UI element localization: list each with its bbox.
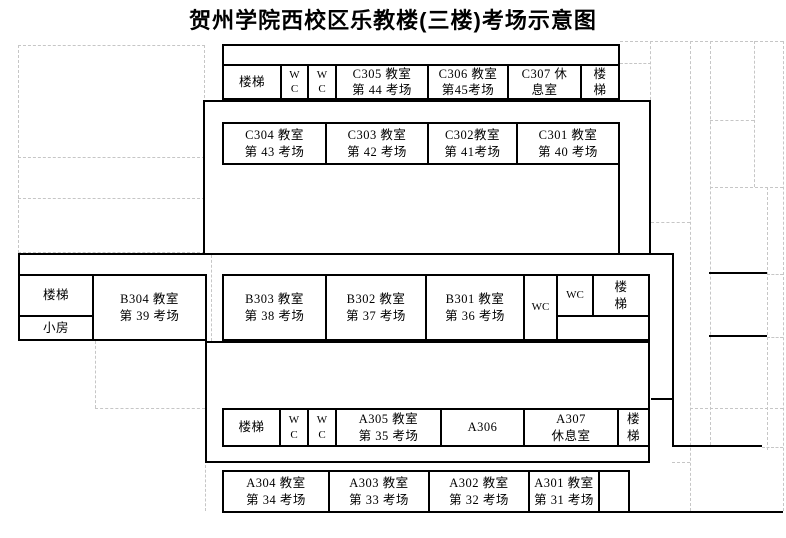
grid-line [710, 120, 754, 121]
grid-line [767, 274, 783, 275]
grid-line [211, 255, 212, 341]
grid-line [783, 41, 784, 511]
wall-line [672, 445, 762, 447]
grid-line [767, 337, 783, 338]
room-a305: A305 教室 第 35 考场 [335, 408, 442, 447]
wall-line [672, 253, 674, 447]
grid-line [710, 41, 711, 445]
wall-line [618, 163, 620, 255]
room-small-room: 小房 [18, 315, 94, 341]
grid-line [18, 45, 205, 253]
room-a304: A304 教室 第 34 考场 [222, 470, 330, 513]
wall-line [709, 272, 767, 274]
room-c305: C305 教室 第 44 考场 [335, 64, 429, 100]
grid-line [650, 41, 651, 105]
room-stairs: 楼 梯 [580, 64, 620, 100]
room-a307: A307 休息室 [523, 408, 619, 447]
page-title: 贺州学院西校区乐教楼(三楼)考场示意图 [189, 8, 597, 33]
room-c304: C304 教室 第 43 考场 [222, 122, 327, 165]
room-wc: W C [280, 64, 309, 100]
grid-line [710, 187, 783, 188]
grid-line [754, 41, 755, 187]
grid-line [95, 408, 205, 409]
room-b303: B303 教室 第 38 考场 [222, 274, 327, 341]
room-b301: B301 教室 第 36 考场 [425, 274, 525, 341]
room-c302: C302教室 第 41考场 [427, 122, 518, 165]
room-wc: WC [556, 274, 594, 317]
room-a306: A306 [440, 408, 525, 447]
room-b304: B304 教室 第 39 考场 [92, 274, 207, 341]
room-wc: W C [307, 408, 337, 447]
wall-line [651, 398, 674, 400]
room-stairs: 楼 梯 [592, 274, 650, 317]
wall-line [649, 253, 674, 255]
room-wc: W C [279, 408, 309, 447]
grid-line [690, 408, 783, 409]
wall-line [18, 253, 205, 255]
room-stairs: 楼梯 [222, 64, 282, 100]
room-stairs: 楼 梯 [617, 408, 650, 447]
room-c303: C303 教室 第 42 考场 [325, 122, 429, 165]
grid-line [620, 63, 651, 64]
room-a303: A303 教室 第 33 考场 [328, 470, 430, 513]
grid-line [205, 465, 206, 511]
room-stairs: 楼梯 [18, 274, 94, 317]
room-wc: WC [523, 274, 558, 341]
room-stairs: 楼梯 [222, 408, 281, 447]
room-a302: A302 教室 第 32 考场 [428, 470, 530, 513]
grid-line [18, 157, 205, 158]
room-empty [598, 470, 630, 513]
wall-line [709, 335, 767, 337]
grid-line [620, 41, 783, 42]
grid-line [651, 222, 690, 223]
grid-line [672, 462, 690, 463]
room-c306: C306 教室 第45考场 [427, 64, 509, 100]
grid-line [767, 187, 768, 450]
room-b302: B302 教室 第 37 考场 [325, 274, 427, 341]
grid-line [690, 41, 691, 511]
wall-line [630, 511, 783, 513]
grid-line [18, 198, 205, 199]
grid-line [762, 447, 783, 448]
room-wc: W C [307, 64, 337, 100]
room-empty [556, 315, 650, 341]
grid-line [95, 341, 96, 408]
room-c301: C301 教室 第 40 考场 [516, 122, 620, 165]
room-a301: A301 教室 第 31 考场 [528, 470, 600, 513]
room-c307: C307 休 息室 [507, 64, 582, 100]
